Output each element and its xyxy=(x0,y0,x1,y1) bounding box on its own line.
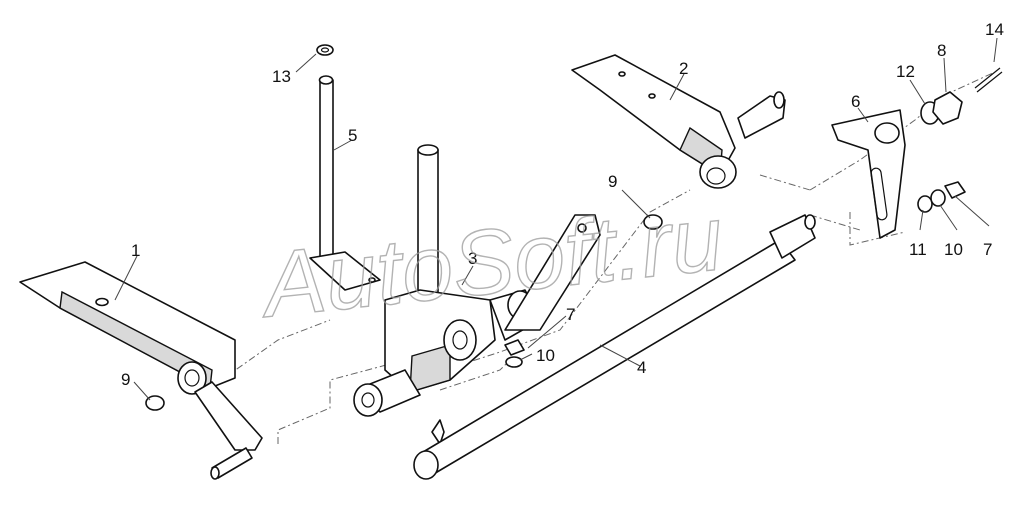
part-11-washer xyxy=(917,195,933,213)
label-part-2: 2 xyxy=(679,59,688,78)
label-part-8: 8 xyxy=(937,41,946,60)
label-part-14: 14 xyxy=(985,20,1004,39)
part-9-circlip-left xyxy=(145,395,165,411)
part-14-cotter-pin xyxy=(974,67,1001,89)
part-1-pedal-arm xyxy=(19,261,263,480)
part-6-lever xyxy=(831,109,906,239)
part-3-central-bracket xyxy=(353,144,601,445)
part-13-washer xyxy=(316,44,334,56)
label-part-10-right: 10 xyxy=(944,240,963,259)
part-10-washer-center xyxy=(505,356,523,368)
label-part-12: 12 xyxy=(896,62,915,81)
label-part-4: 4 xyxy=(637,358,646,377)
callout-labels: 1 2 3 4 5 6 7 7 8 9 9 10 10 11 12 13 14 xyxy=(121,20,1004,389)
label-part-5: 5 xyxy=(348,126,357,145)
label-part-1: 1 xyxy=(131,241,140,260)
label-part-9-right: 9 xyxy=(608,172,617,191)
label-part-11: 11 xyxy=(909,240,927,259)
part-5-vertical-shaft xyxy=(309,75,381,291)
part-9-circlip-right xyxy=(643,214,663,230)
part-4-tie-rod xyxy=(413,214,816,480)
label-part-3: 3 xyxy=(468,249,477,268)
label-part-6: 6 xyxy=(851,92,860,111)
part-10-washer-right xyxy=(930,189,946,207)
part-7-nut-right xyxy=(944,181,966,199)
part-2-pedal-bracket xyxy=(571,54,786,189)
part-8-castle-nut xyxy=(932,91,963,125)
leader-lines xyxy=(114,37,998,401)
label-part-7-center: 7 xyxy=(566,305,575,324)
label-part-7-right: 7 xyxy=(983,240,992,259)
label-part-10-center: 10 xyxy=(536,346,555,365)
label-part-9-left: 9 xyxy=(121,370,130,389)
label-part-13: 13 xyxy=(272,67,291,86)
part-7-nut-center xyxy=(504,339,525,356)
fasteners xyxy=(145,44,1003,411)
